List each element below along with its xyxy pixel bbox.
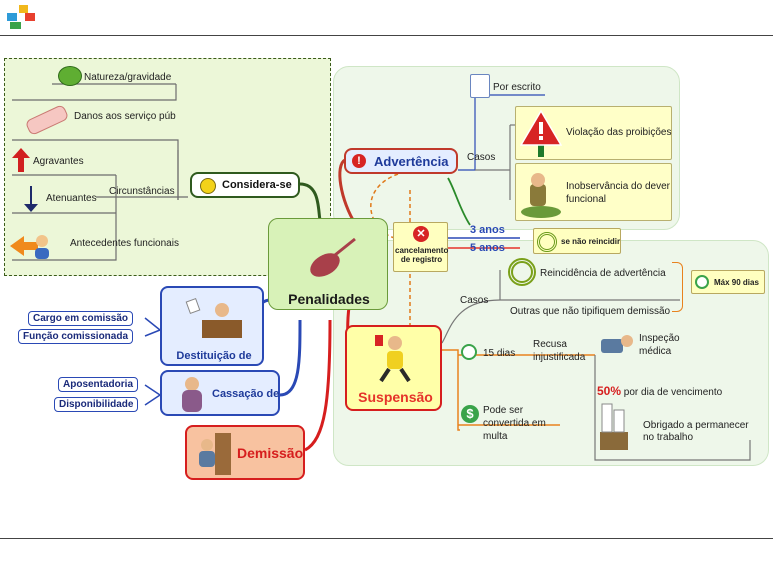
- reincidencia-label: Reincidência de advertência: [540, 268, 666, 279]
- warning-sign-icon: [520, 109, 562, 157]
- feather-icon: [301, 237, 357, 281]
- inobservancia-label: Inobservância do dever funcional: [566, 181, 670, 205]
- desk-man-icon: [182, 292, 246, 340]
- advertencia-node[interactable]: ! Advertência: [344, 148, 458, 174]
- demissao-node[interactable]: Demissão: [185, 425, 305, 480]
- lightbulb-icon: [200, 178, 216, 194]
- pencil-paper-icon: [470, 74, 490, 98]
- tree-icon: [58, 66, 82, 86]
- logo-icon: [5, 3, 37, 31]
- dollar-icon: $: [461, 405, 479, 423]
- max-bracket: [672, 262, 683, 312]
- paperwork-icon: [598, 402, 630, 452]
- penalidades-node[interactable]: Penalidades: [268, 218, 388, 310]
- considera-node[interactable]: Considera-se: [190, 172, 300, 198]
- quinze-dias-label: 15 dias: [483, 348, 516, 359]
- outras-label: Outras que não tipifiquem demissão: [510, 306, 671, 317]
- cancelamento-box: ✕ cancelamento de registro: [393, 222, 448, 272]
- aposentadoria-tag: Aposentadoria: [58, 377, 139, 392]
- sleeping-guard-icon: [520, 168, 562, 218]
- cassacao-label: Cassação de: [212, 388, 280, 400]
- up-arrow-icon: [12, 148, 30, 172]
- destituicao-label: Destituição de: [176, 350, 252, 362]
- considera-item-atenuantes: Atenuantes: [46, 193, 97, 204]
- cancelamento-label: cancelamento de registro: [395, 246, 449, 264]
- adv-casos-label: Casos: [467, 152, 496, 163]
- por-escrito-label: Por escrito: [493, 82, 541, 93]
- considera-item-natureza: Natureza/gravidade: [84, 72, 172, 83]
- cinco-anos-label: 5 anos: [470, 242, 505, 254]
- considera-item-danos: Danos aos serviço púb: [74, 111, 176, 122]
- bottom-rule: [0, 538, 773, 539]
- reincidir-box: se não reincidir: [533, 228, 621, 254]
- considera-label: Considera-se: [222, 179, 292, 191]
- pct-value: 50%: [597, 384, 622, 398]
- demissao-label: Demissão: [237, 445, 304, 461]
- clock-15-icon: [461, 344, 477, 360]
- susp-casos-label: Casos: [460, 295, 489, 306]
- violacao-label: Violação das proibições: [566, 127, 672, 138]
- considera-item-agravantes: Agravantes: [33, 156, 84, 167]
- reincidir-label: se não reincidir: [561, 237, 621, 246]
- doctor-icon: [601, 333, 635, 355]
- max-label: Máx 90 dias: [714, 278, 759, 287]
- door-exit-icon: [195, 431, 235, 477]
- max-box: Máx 90 dias: [691, 270, 765, 294]
- down-arrow-icon: [22, 186, 40, 212]
- recusa-label: Recusa injustificada: [533, 339, 586, 363]
- advertencia-label: Advertência: [374, 154, 449, 169]
- alert-icon: !: [352, 154, 366, 168]
- clock-icon: [695, 275, 709, 289]
- inobservancia-box: Inobservância do dever funcional: [515, 163, 672, 221]
- circunstancias-label: Circunstâncias: [109, 186, 175, 197]
- suspensao-node[interactable]: Suspensão: [345, 325, 442, 411]
- considera-item-antecedentes: Antecedentes funcionais: [70, 238, 179, 249]
- cancel-x-icon: ✕: [413, 226, 429, 242]
- cargo-comissao-tag: Cargo em comissão: [28, 311, 134, 326]
- referee-icon: [371, 333, 417, 383]
- reinc-spiral-icon: [508, 258, 536, 286]
- suspensao-label: Suspensão: [358, 389, 433, 405]
- pct-rest: por dia de vencimento: [621, 387, 723, 398]
- obrigado-label: Obrigado a permanecer no trabalho: [643, 420, 749, 443]
- pct-line: 50% por dia de vencimento: [597, 384, 722, 398]
- multa-label: Pode ser convertida em multa: [483, 405, 546, 442]
- cassacao-node[interactable]: Cassação de: [160, 370, 280, 416]
- person-arrow-icon: [10, 232, 50, 260]
- tres-anos-label: 3 anos: [470, 224, 505, 236]
- penalidades-label: Penalidades: [288, 291, 370, 307]
- funcao-comissionada-tag: Função comissionada: [18, 329, 134, 344]
- spiral-icon: [537, 232, 557, 252]
- disponibilidade-tag: Disponibilidade: [54, 397, 139, 412]
- violacao-box: Violação das proibições: [515, 106, 672, 160]
- top-rule: [0, 35, 773, 36]
- sad-man-icon: [176, 374, 206, 414]
- inspecao-label: Inspeção médica: [639, 333, 680, 357]
- destituicao-node[interactable]: Destituição de: [160, 286, 264, 366]
